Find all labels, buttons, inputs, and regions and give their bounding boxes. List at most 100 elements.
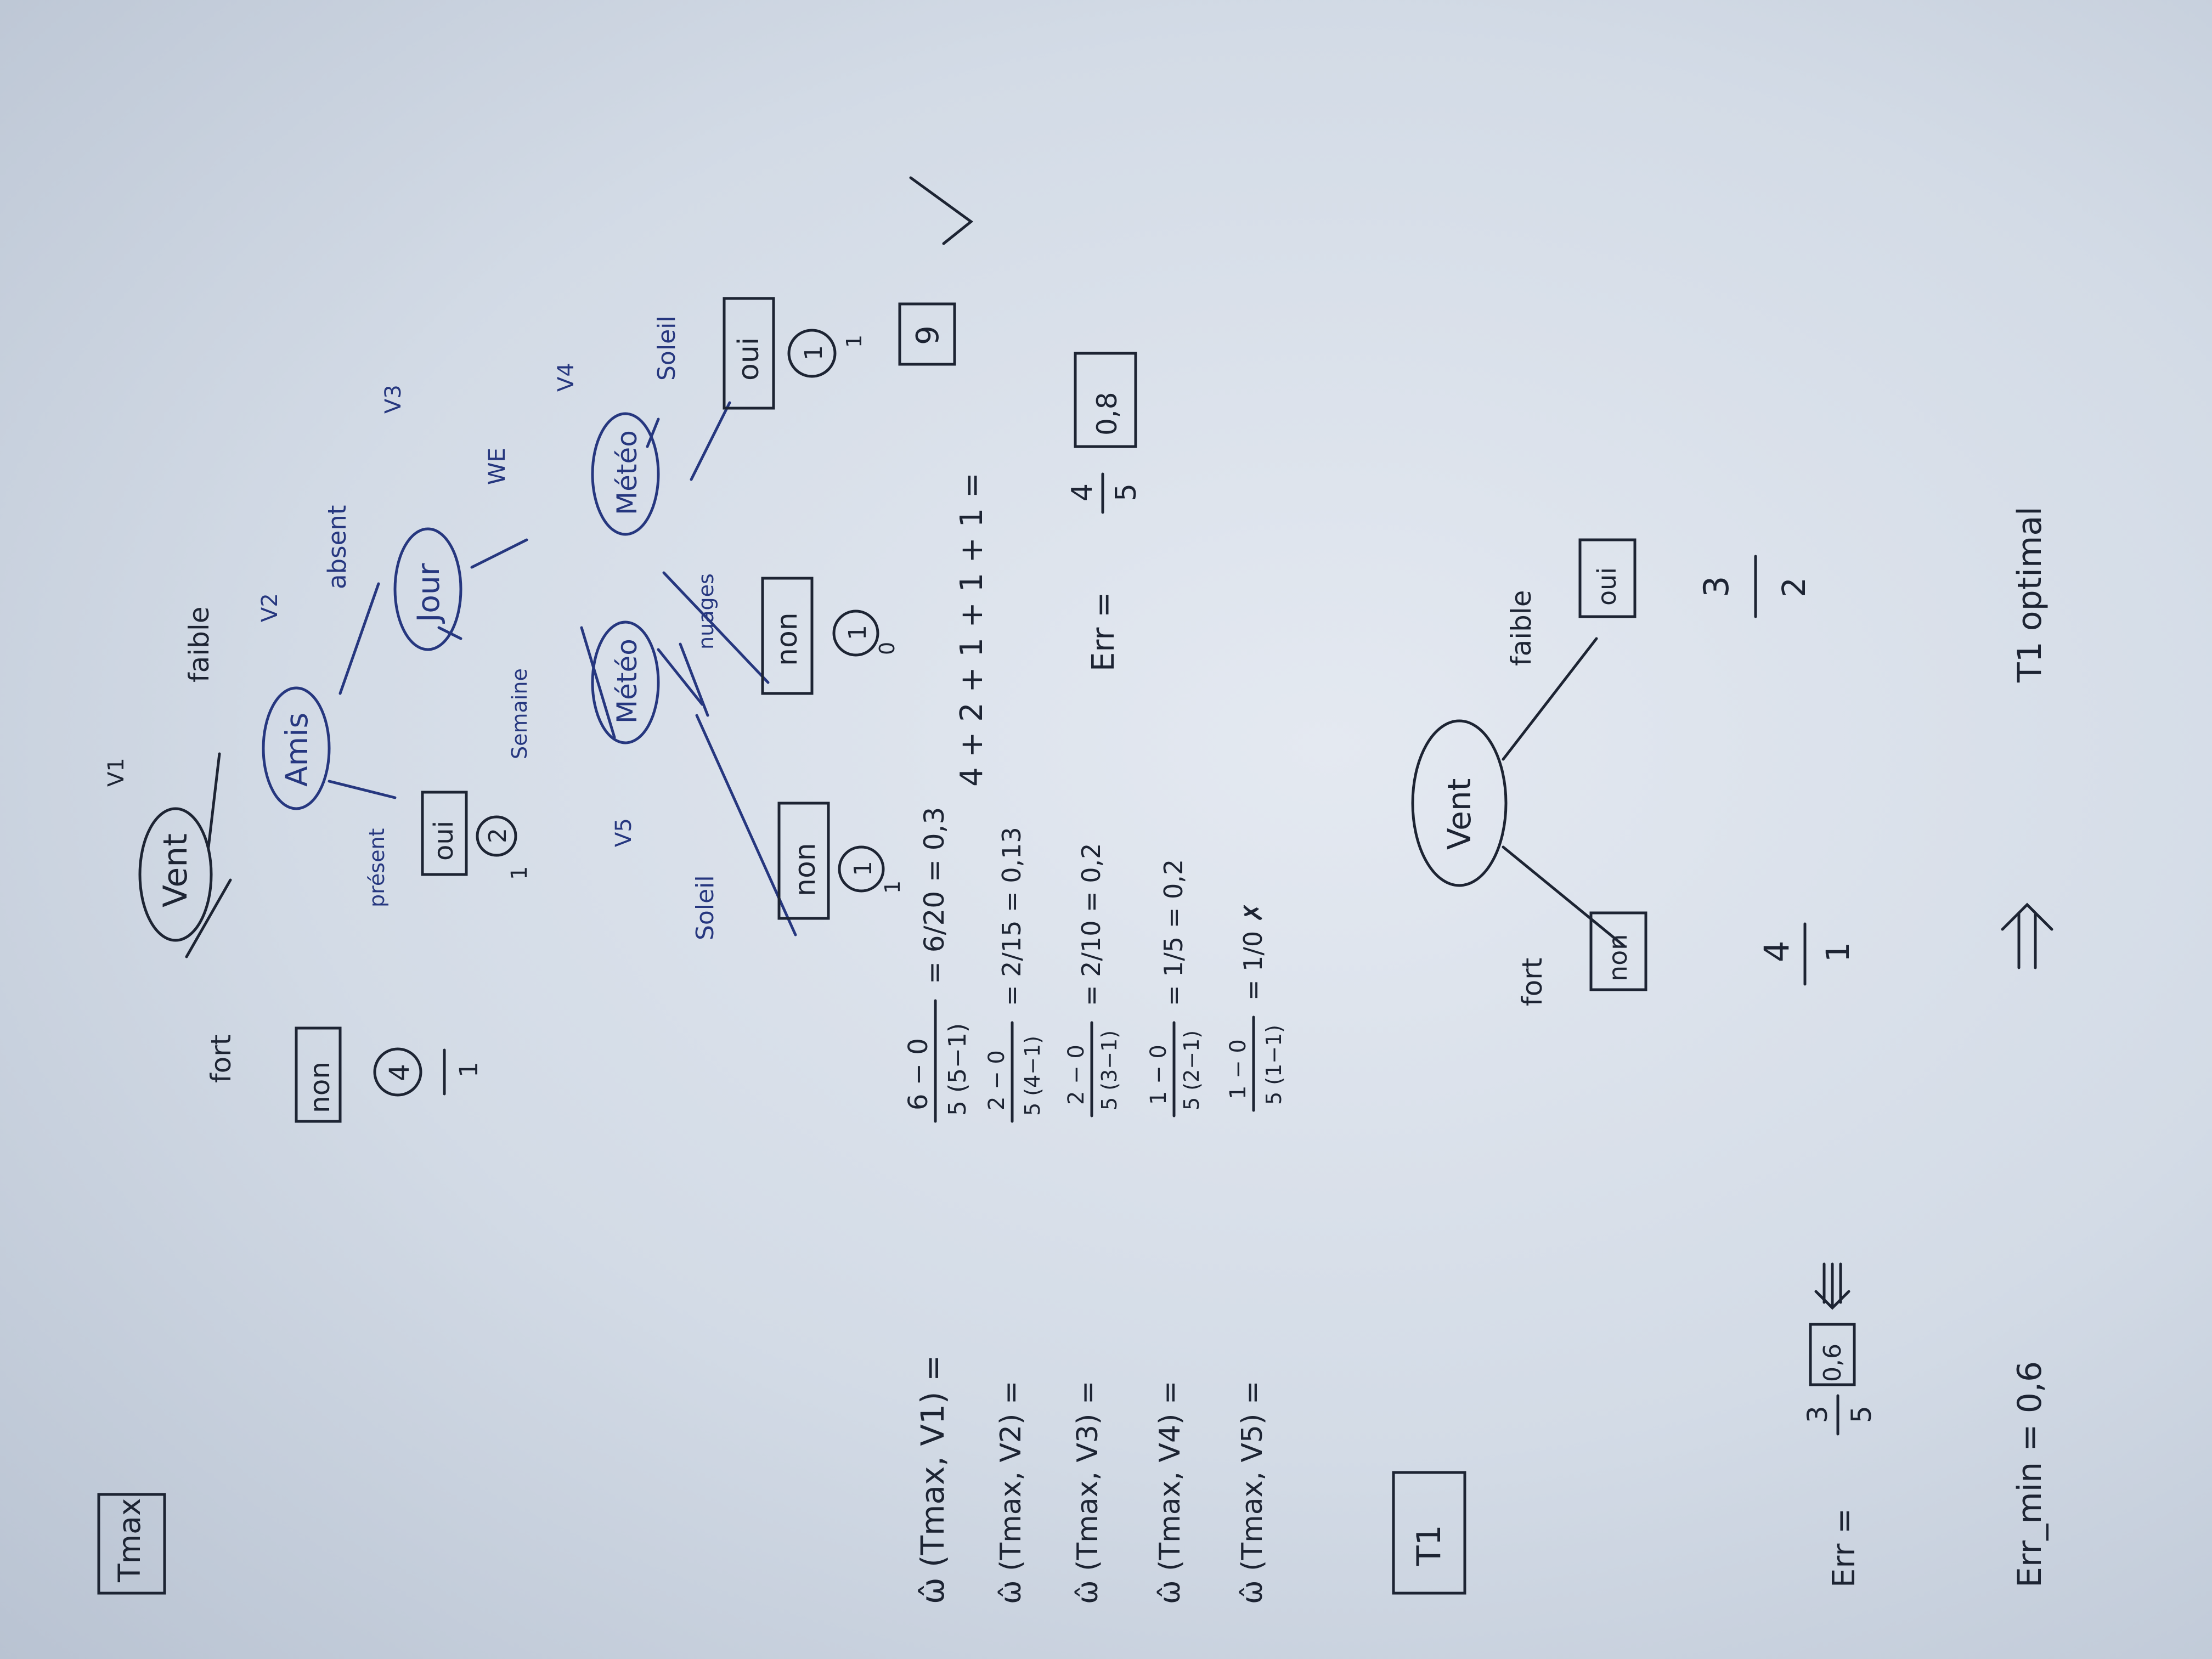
tmax-leaf-nuages: non 1 0 [761,577,899,695]
svg-text:2 − 0: 2 − 0 [984,1050,1009,1110]
svg-text:5 (1−1): 5 (1−1) [1262,1025,1286,1105]
svg-text:5 (5−1): 5 (5−1) [944,1023,972,1116]
svg-text:5: 5 [1110,483,1143,501]
leaf-count-sum: 4 + 2 + 1 + 1 + 1 = 9 [898,176,990,787]
t1-leaf-left-stats: 4 1 [1757,922,1857,986]
tmax-amis-node: Amis V2 présent absent [257,505,389,907]
svg-text:1 − 0: 1 − 0 [1146,1045,1171,1105]
svg-text:1: 1 [844,625,872,640]
t1-tree: Vent fort faible non oui [1411,538,1647,1006]
left-arrow-icon [1814,1262,1850,1310]
svg-text:ω̂ (Tmax, V4) =: ω̂ (Tmax, V4) = [1154,1380,1187,1604]
svg-text:0,8: 0,8 [1091,392,1123,436]
svg-text:oui: oui [428,821,459,861]
tmax-leaf-present: oui 2 1 [421,791,532,880]
svg-text:ω̂ (Tmax, V1) =: ω̂ (Tmax, V1) = [914,1355,951,1604]
tmax-leaf-meteo4-soleil: oui 1 1 [723,297,866,410]
tmax-amis-branch-left: présent [365,828,389,907]
tmax-leaf-fort: non 4 1 [295,1026,483,1123]
svg-text:Jour: Jour [411,563,446,624]
svg-text:2: 2 [1775,577,1813,597]
svg-text:5: 5 [1846,1406,1877,1423]
svg-text:9: 9 [910,325,946,345]
tmax-jour-branch-right: WE [483,448,510,485]
svg-text:= 2/10 = 0,2: = 2/10 = 0,2 [1076,843,1106,1006]
tmax-title-box [97,1493,166,1595]
err-min-row: Err_min = 0,6 T1 optimal [2001,506,2053,1588]
tmax-jour-branch-left: Semaine [507,668,532,759]
svg-text:= 1/5 = 0,2: = 1/5 = 0,2 [1159,859,1188,1006]
tmax-jour-node: Jour V3 Semaine WE [381,385,532,759]
t1-title-box [1392,1471,1466,1595]
t1-leaf-right [1578,538,1637,618]
svg-text:= 6/20 = 0,3: = 6/20 = 0,3 [918,807,950,984]
tmax-root-branch-left: fort [205,1035,237,1083]
svg-text:Err_min = 0,6: Err_min = 0,6 [2011,1361,2049,1588]
svg-text:5 (2−1): 5 (2−1) [1180,1030,1204,1110]
tmax-leaf-meteo5-soleil: non 1 1 [777,802,905,920]
tmax-root-node: Vent V1 fort faible [104,606,237,1083]
tmax-meteo4-branch-right: Soleil [653,315,681,381]
omega-row-v3: ω̂ (Tmax, V3) = 2 − 0 5 (3−1) = 2/10 = 0… [1064,843,1121,1604]
tmax-jour-tag: V3 [381,385,406,414]
svg-text:1: 1 [800,345,828,360]
svg-text:3: 3 [1802,1406,1833,1423]
svg-text:5 (4−1): 5 (4−1) [1020,1036,1045,1116]
tmax-error: Err = 4 5 0,8 [1066,352,1143,672]
t1-branch-right: faible [1505,590,1537,666]
svg-text:1: 1 [507,866,532,880]
t1-leaf-right-stats: 3 2 [1696,555,1813,618]
svg-text:1 − 0: 1 − 0 [1226,1039,1251,1099]
svg-text:Météo: Météo [611,430,643,515]
svg-text:Vent: Vent [156,833,195,907]
omega-row-v1: ω̂ (Tmax, V1) = 6 − 0 5 (5−1) = 6/20 = 0… [903,807,972,1604]
svg-text:4: 4 [1066,483,1099,501]
svg-text:non: non [304,1062,336,1113]
svg-text:4: 4 [1757,941,1797,962]
t1-title: T1 [1410,1525,1448,1566]
svg-text:6 − 0: 6 − 0 [903,1038,934,1110]
svg-text:T1 optimal: T1 optimal [2011,506,2049,683]
svg-text:= 2/15 = 0,13: = 2/15 = 0,13 [997,827,1026,1006]
svg-text:Err =: Err = [1086,592,1121,672]
svg-text:Vent: Vent [1441,778,1478,850]
tmax-root-tag: V1 [104,758,129,787]
svg-text:oui: oui [1592,567,1622,606]
omega-row-v4: ω̂ (Tmax, V4) = 1 − 0 5 (2−1) = 1/5 = 0,… [1146,859,1204,1604]
tmax-leaf-fort-count: 4 [383,1064,415,1081]
svg-text:1: 1 [881,881,905,894]
tmax-title: Tmax [112,1498,147,1583]
svg-text:2: 2 [484,828,512,843]
tmax-meteo5-branch-right: nuages [694,573,718,650]
tmax-tree-edges [185,401,797,958]
tmax-amis-tag: V2 [257,593,283,622]
tmax-meteo5-tag: V5 [611,818,636,847]
svg-text:1: 1 [1819,942,1857,962]
tmax-meteo4-tag: V4 [554,363,579,392]
svg-text:Err =: Err = [1826,1508,1862,1588]
svg-text:oui: oui [732,337,765,381]
svg-text:Amis: Amis [279,713,314,787]
svg-text:non: non [1603,934,1633,981]
t1-branch-left: fort [1516,958,1548,1006]
svg-text:ω̂ (Tmax, V2) =: ω̂ (Tmax, V2) = [995,1380,1028,1604]
svg-text:ω̂ (Tmax, V3) =: ω̂ (Tmax, V3) = [1071,1380,1104,1604]
omega-row-v2: ω̂ (Tmax, V2) = 2 − 0 5 (4−1) = 2/15 = 0… [984,827,1045,1604]
svg-text:2 − 0: 2 − 0 [1064,1045,1089,1105]
tmax-meteo5-node: Météo V5 Soleil nuages [591,573,719,940]
svg-text:0: 0 [875,642,899,655]
t1-leaf-left [1589,911,1647,991]
implies-arrow-icon [2001,902,2053,969]
svg-text:non: non [771,612,804,666]
svg-text:1: 1 [842,335,866,348]
omega-estimates: ω̂ (Tmax, V1) = 6 − 0 5 (5−1) = 6/20 = 0… [903,807,1286,1604]
svg-text:= 1/0 ✗: = 1/0 ✗ [1238,902,1268,1001]
tmax-amis-branch-right: absent [323,505,352,589]
svg-text:4 + 2 + 1 + 1 + 1 =: 4 + 2 + 1 + 1 + 1 = [954,472,990,787]
tmax-meteo4-node: Météo V4 Soleil [554,315,681,536]
svg-text:Météo: Météo [611,639,643,724]
svg-text:5 (3−1): 5 (3−1) [1097,1030,1121,1110]
